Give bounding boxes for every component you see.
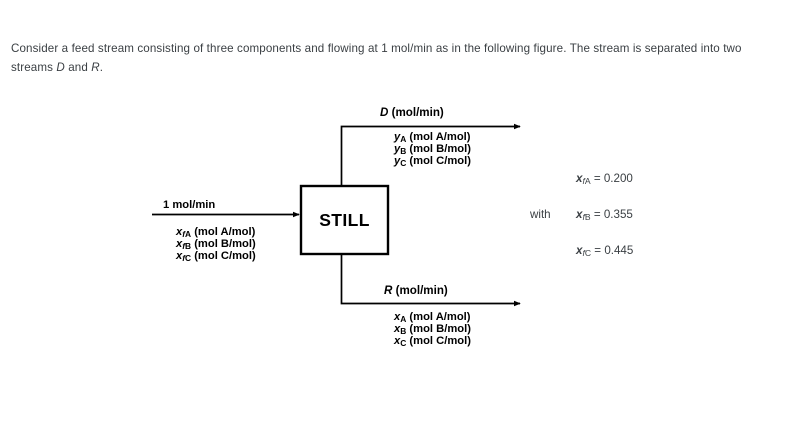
- feed-units-b: (mol B/mol): [194, 238, 256, 250]
- intro-variable-r: R: [91, 60, 100, 74]
- given-subscript-a: fA: [582, 176, 590, 186]
- feed-sub-italic-c: f: [182, 253, 186, 264]
- feed-sub-roman-c: C: [185, 253, 192, 264]
- distillate-stream-arrow: [340, 123, 521, 186]
- given-number-b: 0.355: [603, 207, 633, 221]
- feed-symbol-b: x: [176, 238, 183, 250]
- given-sub-roman-a: A: [584, 175, 591, 186]
- given-number-c: 0.445: [604, 243, 634, 257]
- given-expression-b: xfB = 0.355: [576, 207, 633, 222]
- given-sub-roman-c: C: [584, 247, 592, 258]
- feed-sub-italic-a: f: [182, 229, 186, 240]
- distillate-composition-c: yC (mol C/mol): [394, 155, 471, 168]
- given-sub-roman-b: B: [584, 211, 591, 222]
- residue-composition-a: xA (mol A/mol): [394, 311, 471, 324]
- residue-symbol-b: x: [394, 323, 401, 335]
- given-sub-italic-b: f: [582, 211, 585, 222]
- given-equals-a: =: [593, 171, 601, 185]
- intro-period: .: [99, 60, 104, 74]
- given-number-a: 0.200: [603, 171, 633, 185]
- distillate-symbol-b: y: [394, 143, 401, 155]
- feed-composition-c: xfC (mol C/mol): [176, 250, 256, 263]
- distillate-units-c: (mol C/mol): [409, 155, 471, 167]
- given-sub-italic-c: f: [582, 247, 585, 258]
- residue-sub-c: C: [400, 338, 407, 349]
- given-subscript-c: fC: [582, 248, 591, 258]
- residue-units-b: (mol B/mol): [409, 323, 471, 335]
- problem-statement-paragraph: Consider a feed stream consisting of thr…: [11, 39, 781, 77]
- distillate-units-a: (mol A/mol): [409, 131, 471, 143]
- residue-composition-c: xC (mol C/mol): [394, 335, 471, 348]
- distillate-units-b: (mol B/mol): [409, 143, 471, 155]
- still-unit-box: [299, 184, 390, 256]
- distillate-symbol: D: [380, 106, 389, 119]
- feed-symbol-c: x: [176, 250, 183, 262]
- residue-symbol-a: x: [394, 311, 401, 323]
- given-symbol-b: x: [576, 207, 583, 221]
- residue-sub-a: A: [400, 314, 407, 325]
- residue-symbol: R: [384, 284, 393, 297]
- with-label: with: [530, 207, 551, 221]
- intro-text-part-1: Consider a feed stream consisting of thr…: [11, 41, 742, 74]
- feed-units-a: (mol A/mol): [194, 226, 256, 238]
- residue-stream-arrow: [340, 254, 521, 307]
- distillate-units: (mol/min): [391, 106, 444, 119]
- given-symbol-c: x: [576, 243, 583, 257]
- given-value-row-c: xfC = 0.445: [530, 232, 680, 268]
- still-unit-label: STILL: [319, 209, 370, 230]
- feed-composition-a: xfA (mol A/mol): [176, 226, 255, 239]
- feed-sub-roman-a: A: [185, 229, 192, 240]
- given-symbol-a: x: [576, 171, 583, 185]
- given-expression-a: xfA = 0.200: [576, 171, 633, 186]
- intro-variable-d: D: [56, 60, 65, 74]
- residue-symbol-c: x: [394, 335, 401, 347]
- given-subscript-b: fB: [582, 212, 590, 222]
- feed-symbol-a: x: [176, 226, 183, 238]
- feed-sub-roman-b: B: [185, 241, 192, 252]
- distillate-symbol-a: y: [394, 131, 401, 143]
- residue-sub-b: B: [400, 326, 407, 337]
- given-equals-b: =: [593, 207, 601, 221]
- given-value-row-b: with xfB = 0.355: [530, 196, 680, 232]
- residue-stream-label: R (mol/min): [384, 284, 448, 298]
- intro-conjunction: and: [64, 60, 92, 74]
- residue-units-c: (mol C/mol): [409, 335, 471, 347]
- distillate-sub-a: A: [400, 134, 407, 145]
- given-expression-c: xfC = 0.445: [576, 243, 634, 258]
- distillate-sub-b: B: [400, 146, 407, 157]
- given-equals-c: =: [594, 243, 602, 257]
- distillate-composition-a: yA (mol A/mol): [394, 131, 471, 144]
- given-feed-composition-values: xfA = 0.200 with xfB = 0.355 xfC = 0.445: [530, 160, 680, 268]
- feed-units-c: (mol C/mol): [194, 250, 256, 262]
- given-sub-italic-a: f: [582, 175, 585, 186]
- residue-composition-b: xB (mol B/mol): [394, 323, 471, 336]
- distillate-stream-label: D (mol/min): [380, 106, 444, 120]
- feed-flow-rate-label: 1 mol/min: [163, 199, 216, 211]
- distillate-composition-b: yB (mol B/mol): [394, 143, 471, 156]
- residue-units: (mol/min): [395, 284, 448, 297]
- given-value-row-a: xfA = 0.200: [530, 160, 680, 196]
- distillate-sub-c: C: [400, 158, 407, 169]
- feed-composition-b: xfB (mol B/mol): [176, 238, 256, 251]
- distillate-symbol-c: y: [394, 155, 401, 167]
- residue-units-a: (mol A/mol): [409, 311, 471, 323]
- feed-sub-italic-b: f: [182, 241, 186, 252]
